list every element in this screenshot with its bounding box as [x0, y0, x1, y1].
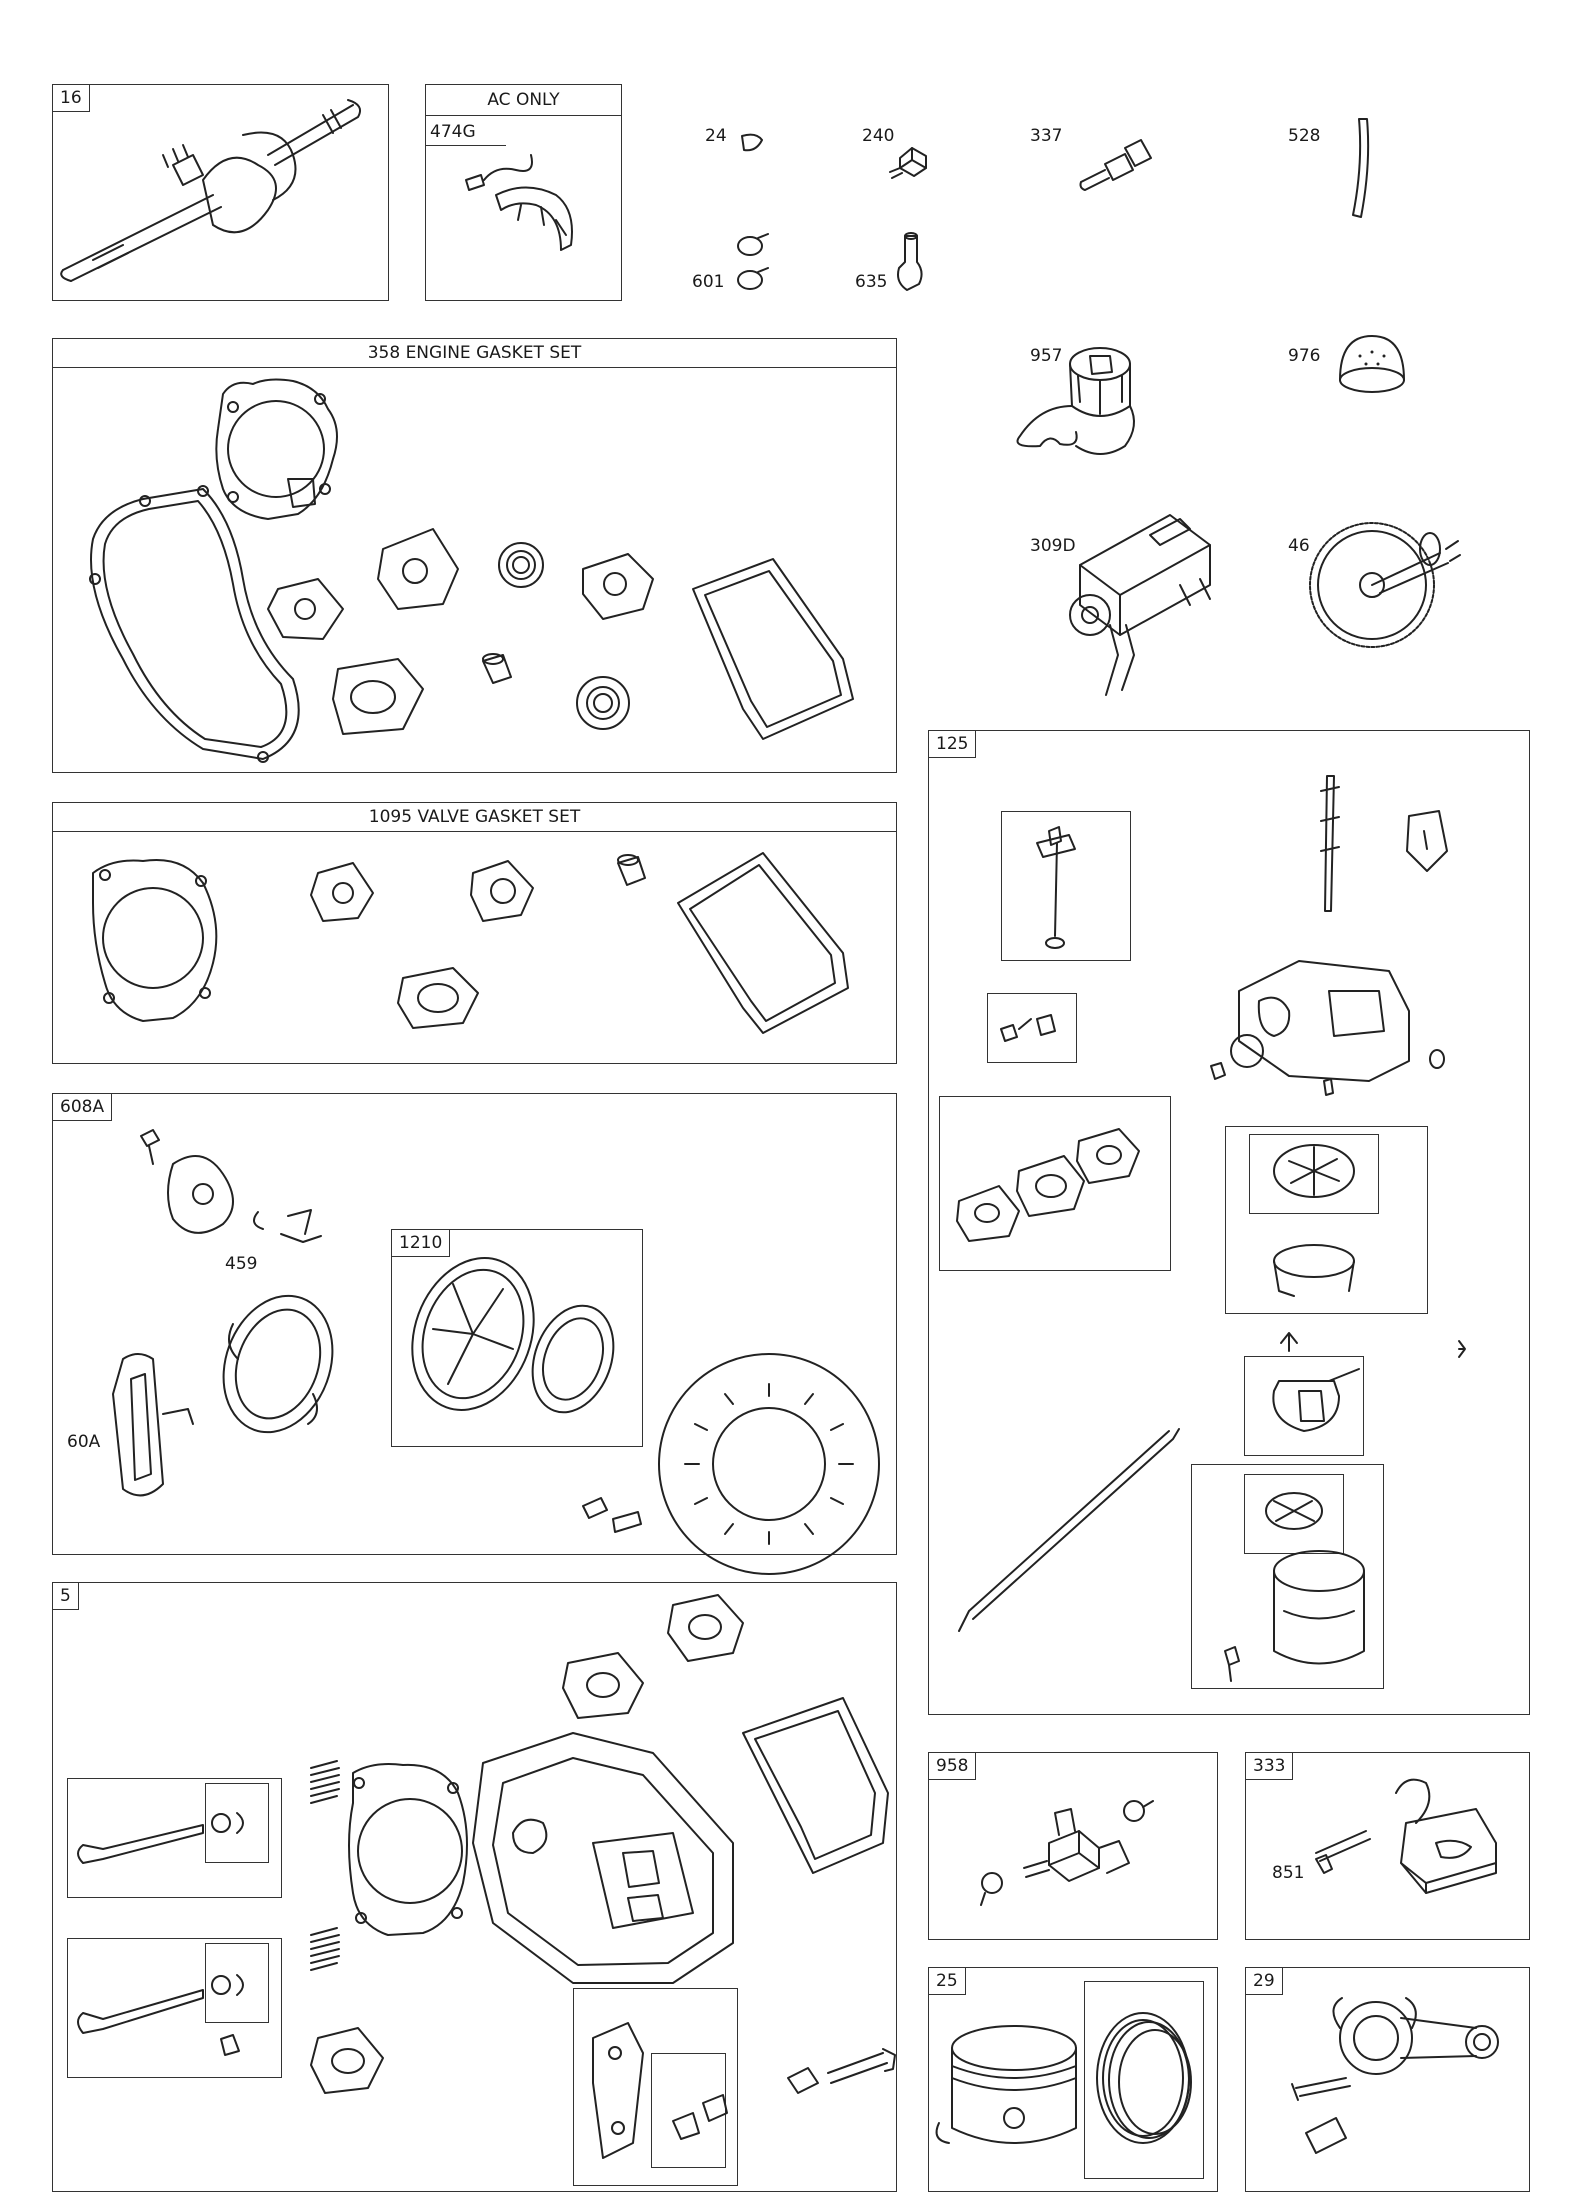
panel-title: AC ONLY: [426, 85, 621, 116]
callout-60A: 60A: [67, 1432, 101, 1452]
panel-title: 1095 VALVE GASKET SET: [53, 803, 896, 832]
panel-tag: 16: [52, 84, 90, 112]
float-subpanel: [1244, 1356, 1364, 1456]
rewind-starter-icon: [112, 1129, 880, 1575]
panel-tag: 608A: [52, 1093, 113, 1121]
panel-tag: 29: [1245, 1967, 1283, 1995]
rocker-arm-subpanel: [573, 1988, 738, 2186]
intake-valve-subpanel: [67, 1778, 282, 1898]
choke-shaft-subpanel: [1001, 811, 1131, 961]
fuel-cap-icon: [1016, 347, 1135, 455]
subpanel-tag: 1210: [391, 1229, 451, 1257]
oil-sensor-icon: [1079, 139, 1152, 191]
panel-tag: 25: [928, 1967, 966, 1995]
panel-tag: 125: [928, 730, 977, 758]
elbow-fitting-icon: [897, 232, 923, 291]
part-label-601: 601: [692, 272, 725, 292]
exhaust-valve-subpanel: [67, 1938, 282, 2078]
idle-screw-subpanel: [987, 993, 1077, 1063]
ac-only-panel: AC ONLY 474G: [425, 84, 622, 301]
recoil-pulley-subpanel: 1210: [391, 1229, 643, 1447]
mounting-gasket-subpanel: [939, 1096, 1171, 1271]
carburetor-panel: 125: [928, 730, 1530, 1715]
cylinder-head-icon: [77, 1594, 896, 2159]
part-label-976: 976: [1288, 346, 1321, 366]
crankshaft-icon: [60, 99, 361, 282]
rewind-starter-panel: 608A 459 60A 1210: [52, 1093, 897, 1575]
bowl-kit-subpanel: [1191, 1464, 1384, 1689]
part-label-528: 528: [1288, 126, 1321, 146]
valve-gasket-set-panel: 1095 VALVE GASKET SET: [52, 802, 897, 1064]
callout-459: 459: [225, 1254, 258, 1274]
stator-wire-icon: [465, 154, 573, 251]
carburetor-icon: [956, 775, 1466, 1682]
exhaust-seal-subpanel: [205, 1943, 269, 2023]
valve-gasket-set-icon: [92, 852, 849, 1034]
fuel-shutoff-icon: [980, 1800, 1154, 1906]
piston-panel: 25: [928, 1967, 1218, 2192]
oil-pan-panel: 333 851: [1245, 1752, 1530, 1940]
intake-seal-subpanel: [205, 1783, 269, 1863]
electric-starter-icon: [1069, 514, 1211, 696]
crankshaft-panel: 16: [52, 84, 389, 301]
part-label-24: 24: [705, 126, 727, 146]
key-icon: [741, 133, 763, 152]
piston-icon: [935, 2012, 1192, 2144]
part-label-635: 635: [855, 272, 888, 292]
oil-pan-icon: [1315, 1778, 1497, 1894]
panel-tag: 333: [1245, 1752, 1294, 1780]
panel-tag: 5: [52, 1582, 79, 1610]
callout-851: 851: [1272, 1863, 1305, 1883]
cap-icon: [1339, 335, 1405, 393]
panel-tag: 474G: [430, 122, 476, 142]
part-label-337: 337: [1030, 126, 1063, 146]
hose-clamp-icon: [737, 233, 769, 290]
float-bowl-subpanel: [1225, 1126, 1428, 1314]
engine-gasket-set-panel: 358 ENGINE GASKET SET: [52, 338, 897, 773]
diaphragm-subpanel: [1249, 1134, 1379, 1214]
gasket-set-icon: [89, 378, 854, 763]
fuel-line-icon: [1352, 118, 1370, 218]
part-label-240: 240: [862, 126, 895, 146]
drain-plug-icon: [889, 147, 927, 179]
connecting-rod-icon: [1291, 1997, 1499, 2154]
part-label-309D: 309D: [1030, 536, 1076, 556]
camshaft-gear-icon: [1309, 522, 1461, 648]
piston-rings-subpanel: [1084, 1981, 1204, 2179]
fuel-shutoff-panel: 958: [928, 1752, 1218, 1940]
panel-title: 358 ENGINE GASKET SET: [53, 339, 896, 368]
connecting-rod-panel: 29: [1245, 1967, 1530, 2192]
part-label-46: 46: [1288, 536, 1310, 556]
part-label-957: 957: [1030, 346, 1063, 366]
panel-tag: 958: [928, 1752, 977, 1780]
cylinder-head-panel: 5: [52, 1582, 897, 2192]
